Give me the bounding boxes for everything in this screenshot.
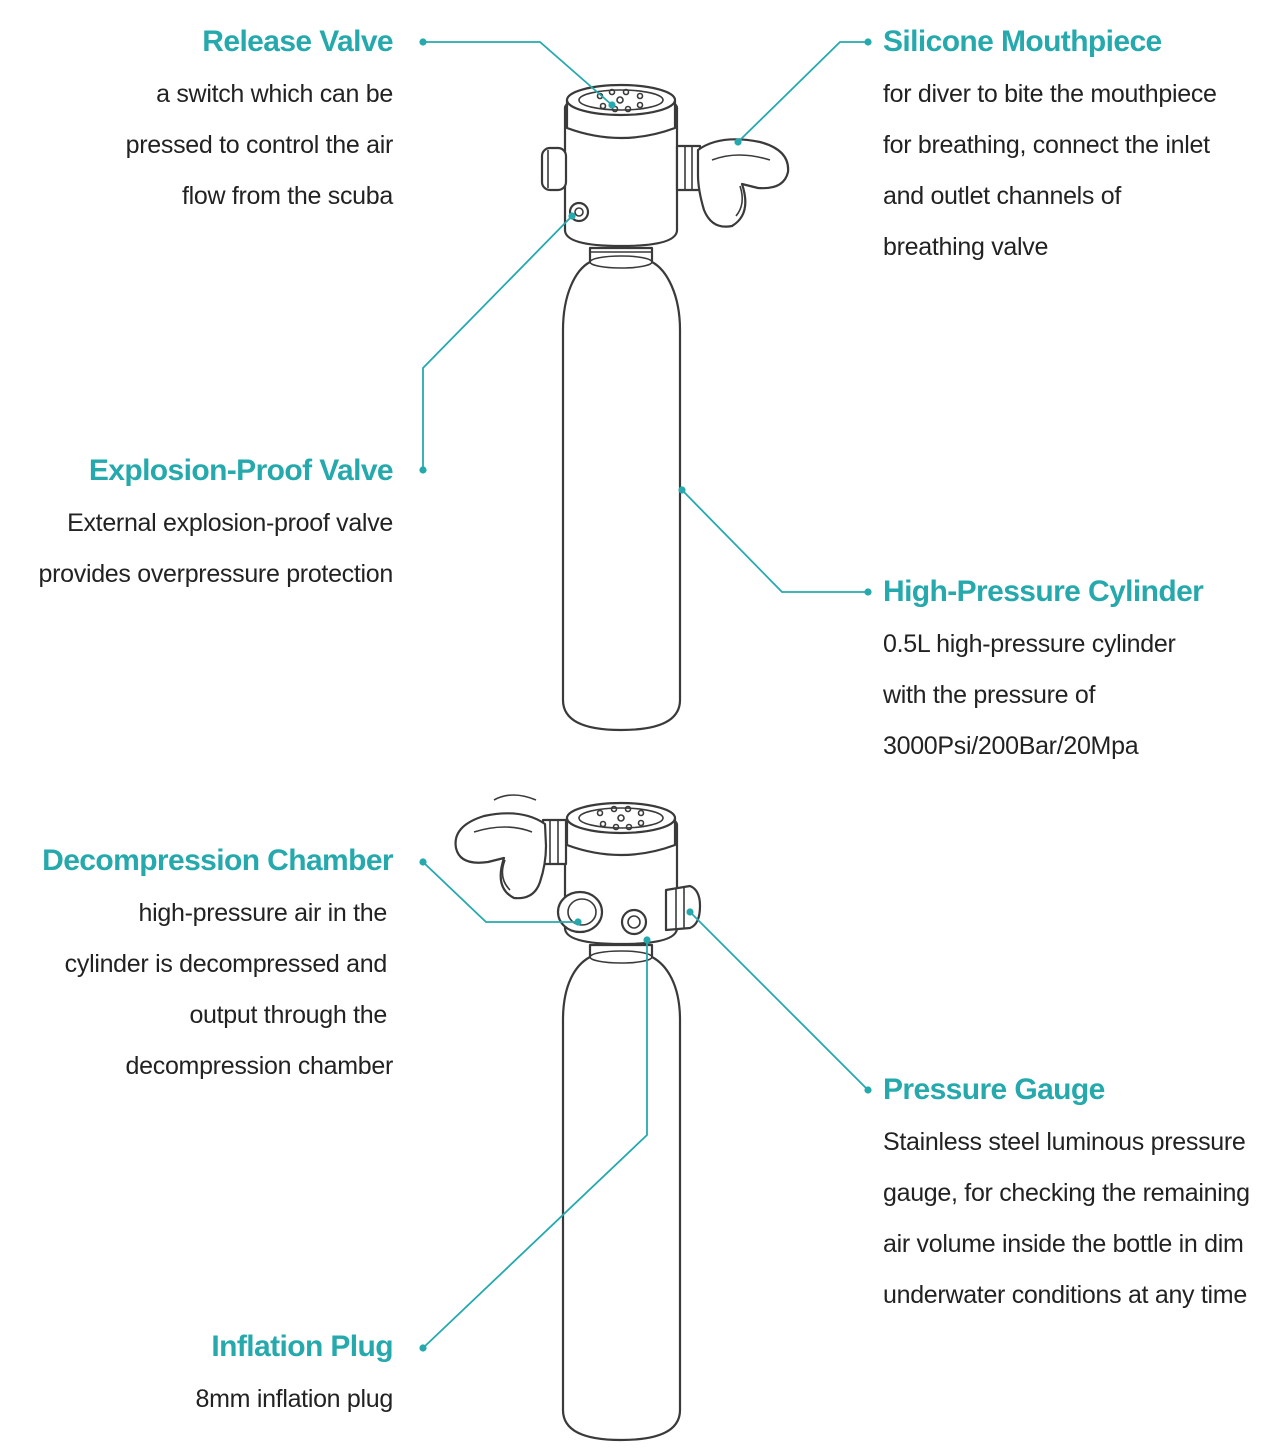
callout-silicone-mouthpiece: Silicone Mouthpiece for diver to bite th… [883, 22, 1217, 273]
top-silicone-mouthpiece [696, 138, 790, 228]
leader-high-pressure-cylinder [681, 489, 868, 593]
top-scuba-tank [540, 83, 790, 732]
callout-pressure-gauge: Pressure Gauge Stainless steel luminous … [883, 1070, 1250, 1321]
callout-description: External explosion-proof valve provides … [38, 509, 394, 588]
callout-description: for diver to bite the mouthpiece for bre… [883, 80, 1217, 261]
callout-description: Stainless steel luminous pressure gauge,… [883, 1128, 1250, 1309]
leader-release-valve [423, 41, 613, 106]
bottom-cylinder-body [561, 943, 682, 1442]
leader-explosion-proof-valve [422, 215, 573, 470]
top-mouthpiece-connector [675, 144, 702, 192]
bottom-scuba-tank [454, 794, 702, 1442]
callout-title: High-Pressure Cylinder [883, 575, 1204, 608]
callout-decompression-chamber: Decompression Chamber high-pressure air … [42, 841, 393, 1092]
top-cylinder-body [561, 246, 682, 732]
callout-title: Silicone Mouthpiece [883, 25, 1162, 58]
callout-release-valve: Release Valve a switch which can be pres… [125, 22, 394, 222]
inflation-plug-port [620, 908, 648, 936]
leader-pressure-gauge [689, 911, 869, 1091]
top-valve-body [563, 106, 679, 248]
callout-description: 8mm inflation plug [195, 1385, 394, 1413]
bottom-silicone-mouthpiece [454, 812, 548, 900]
leader-decompression-chamber [422, 861, 578, 923]
leader-inflation-plug [422, 940, 648, 1349]
top-left-knob [540, 146, 568, 192]
callout-explosion-proof-valve: Explosion-Proof Valve External explosion… [38, 451, 394, 600]
pressure-gauge-knob [664, 884, 702, 932]
leader-silicone-mouthpiece [737, 41, 868, 143]
callout-title: Pressure Gauge [883, 1073, 1105, 1106]
callout-title: Release Valve [202, 25, 393, 58]
callout-inflation-plug: Inflation Plug 8mm inflation plug [195, 1327, 394, 1425]
leader-lines [419, 38, 872, 1352]
callout-description: a switch which can be pressed to control… [125, 80, 394, 210]
callout-description: high-pressure air in the cylinder is dec… [64, 899, 394, 1080]
callout-title: Inflation Plug [211, 1330, 393, 1363]
callout-title: Decompression Chamber [42, 844, 393, 877]
callout-description: 0.5L high-pressure cylinder with the pre… [883, 630, 1176, 760]
callout-title: Explosion-Proof Valve [88, 454, 394, 487]
callout-high-pressure-cylinder: High-Pressure Cylinder 0.5L high-pressur… [883, 572, 1204, 772]
